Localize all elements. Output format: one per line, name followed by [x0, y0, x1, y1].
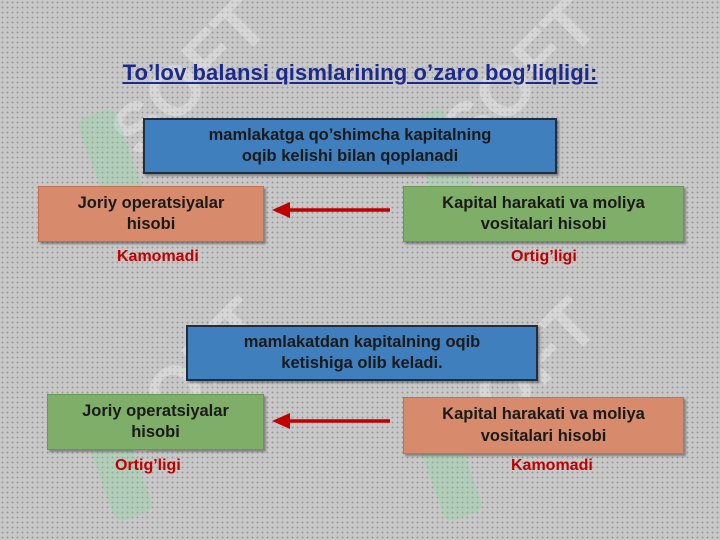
bottom-middle-box: mamlakatdan kapitalning oqib ketishiga o…: [186, 325, 538, 381]
bottom-right-status: Kamomadi: [511, 457, 593, 474]
bottom-right-box: Kapital harakati va moliya vositalari hi…: [403, 397, 684, 454]
bottom-left-box-line-1: Joriy operatsiyalar: [82, 401, 229, 420]
top-middle-box-line-1: mamlakatga qo’shimcha kapitalning: [208, 125, 492, 144]
bottom-right-box-line-2: vositalari hisobi: [480, 426, 607, 445]
page-title: To’lov balansi qismlarining o’zaro bog’l…: [122, 60, 598, 85]
bottom-right-box-line-1: Kapital harakati va moliya: [442, 405, 645, 424]
top-right-status: Ortig’ligi: [511, 248, 577, 265]
top-middle-box-line-2: oqib kelishi bilan qoplanadi: [241, 147, 459, 165]
top-right-box-line-1: Kapital harakati va moliya: [442, 193, 645, 212]
bottom-left-box-line-2: hisobi: [131, 423, 180, 441]
top-left-box-line-1: Joriy operatsiyalar: [77, 193, 225, 212]
top-left-box: Joriy operatsiyalar hisobi: [38, 186, 264, 242]
top-left-box-line-2: hisobi: [126, 215, 176, 233]
top-left-status: Kamomadi: [117, 248, 199, 265]
top-middle-box: mamlakatga qo’shimcha kapitalning oqib k…: [143, 118, 557, 174]
bottom-left-box: Joriy operatsiyalar hisobi: [47, 394, 264, 450]
bottom-arrow-icon: [272, 413, 390, 429]
top-right-box-line-2: vositalari hisobi: [480, 215, 607, 233]
bottom-middle-box-line-1: mamlakatdan kapitalning oqib: [243, 332, 481, 351]
top-right-box: Kapital harakati va moliya vositalari hi…: [403, 186, 684, 242]
bottom-left-status: Ortig’ligi: [115, 457, 181, 474]
bottom-middle-box-line-2: ketishiga olib keladi.: [281, 354, 443, 372]
top-arrow-icon: [272, 202, 390, 218]
